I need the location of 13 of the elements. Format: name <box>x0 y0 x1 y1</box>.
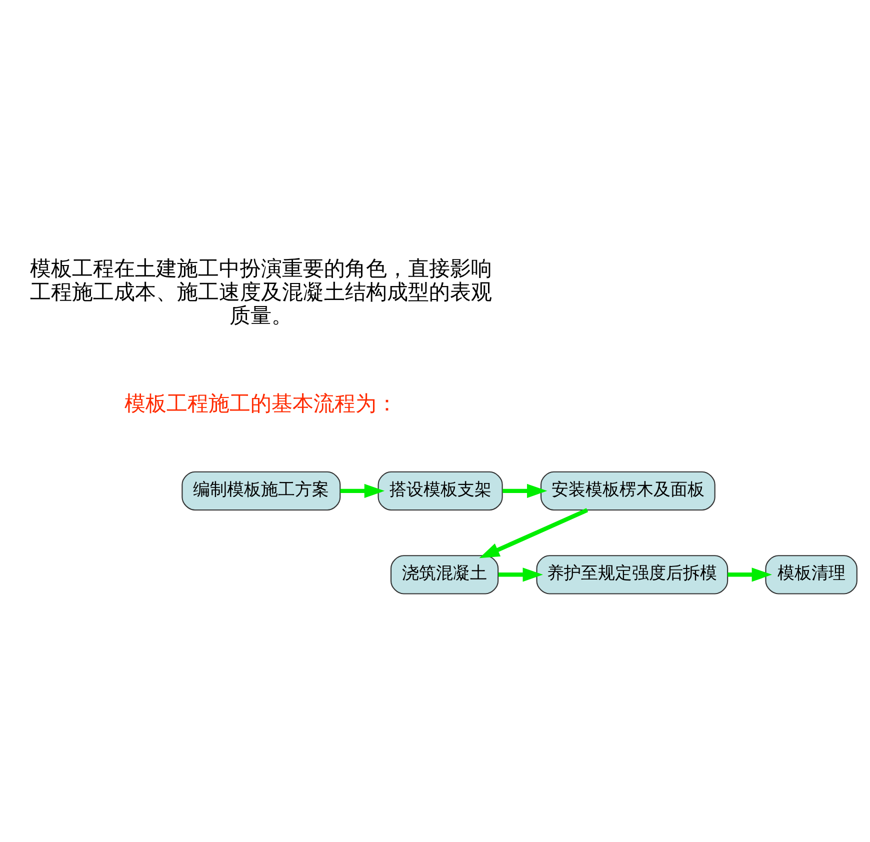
label: 模板工程施工的基本流程为： <box>124 390 398 415</box>
label: 模板工程在土建施工中扮演重要的角色，直接影响工程施工成本、施工速度及混凝土结构成型的表观质量。 <box>30 255 492 327</box>
arrow <box>728 567 772 582</box>
node-box: 浇筑混凝土 <box>390 554 499 594</box>
node-box: 搭设模板支架 <box>378 470 503 510</box>
arrow <box>502 483 548 498</box>
arrow <box>340 483 385 498</box>
node-box: 安装模板楞木及面板 <box>540 470 716 510</box>
arrow <box>498 567 543 582</box>
node-box: 编制模板施工方案 <box>182 470 341 510</box>
arrow <box>479 508 588 558</box>
node-box: 养护至规定强度后拆模 <box>536 554 728 594</box>
node-box: 模板清理 <box>765 554 858 594</box>
